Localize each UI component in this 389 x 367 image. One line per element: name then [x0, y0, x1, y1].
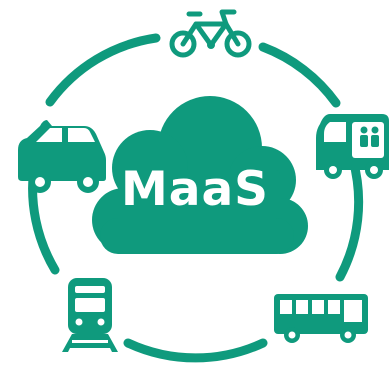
- ring-arc-top-right: [258, 42, 341, 108]
- ride-share-van-icon: [316, 114, 389, 179]
- ring-arc-bottom: [123, 338, 268, 363]
- ring-arc-top-left: [45, 33, 161, 107]
- bus-icon: [274, 294, 368, 343]
- train-icon: [62, 278, 118, 352]
- ring-arc-right: [335, 155, 364, 282]
- cloud-shape: [92, 96, 308, 254]
- car-icon: [18, 120, 106, 193]
- bicycle-icon: [169, 9, 252, 58]
- center-label: MaaS: [120, 162, 270, 217]
